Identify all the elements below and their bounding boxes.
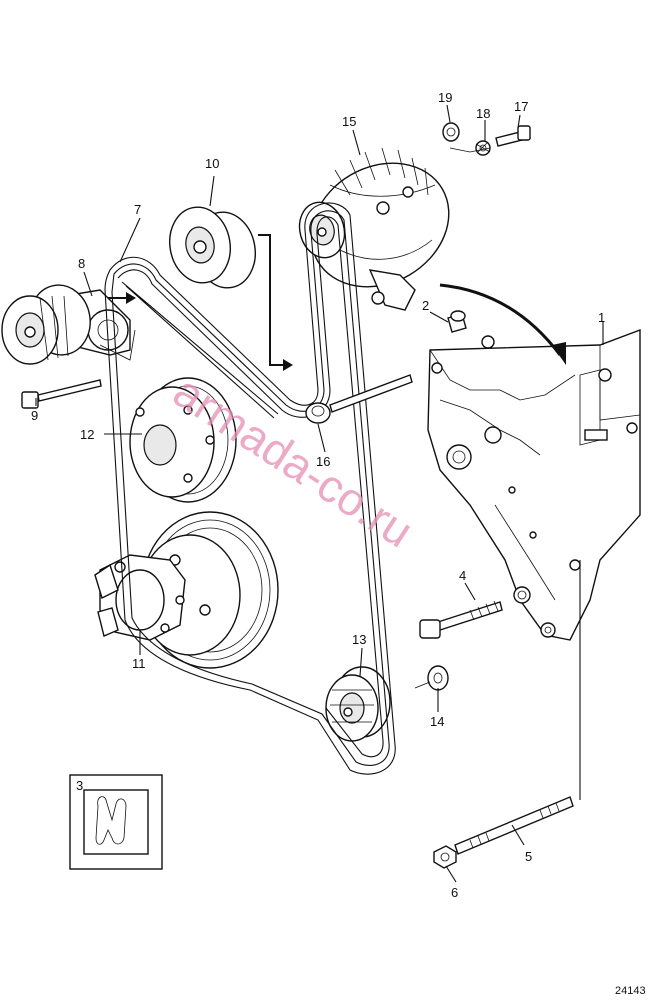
reference-id: 24143 bbox=[615, 985, 646, 997]
callout-6: 6 bbox=[451, 885, 458, 900]
callout-13: 13 bbox=[352, 632, 366, 647]
callout-labels: 1 2 3 4 5 6 7 8 9 10 11 12 13 14 15 16 1… bbox=[31, 90, 605, 900]
callout-5: 5 bbox=[525, 849, 532, 864]
belt-routing-inset bbox=[69, 774, 163, 870]
spacer-16 bbox=[305, 374, 413, 424]
callout-1: 1 bbox=[598, 310, 605, 325]
callout-14: 14 bbox=[430, 714, 444, 729]
alternator-hardware bbox=[442, 122, 531, 156]
alternator bbox=[298, 147, 450, 311]
callout-4: 4 bbox=[459, 568, 466, 583]
callout-18: 18 bbox=[476, 106, 490, 121]
belt-tensioner bbox=[1, 284, 136, 365]
callout-9: 9 bbox=[31, 408, 38, 423]
callout-17: 17 bbox=[514, 99, 528, 114]
stud-5 bbox=[454, 796, 574, 855]
callout-19: 19 bbox=[438, 90, 452, 105]
callout-15: 15 bbox=[342, 114, 356, 129]
bolt-9 bbox=[21, 379, 102, 409]
rotation-arrows bbox=[108, 234, 293, 371]
leader-lines bbox=[35, 104, 604, 883]
callout-11: 11 bbox=[132, 656, 146, 671]
callout-10: 10 bbox=[205, 156, 219, 171]
idler-pulley-lower bbox=[325, 666, 391, 742]
water-pump-pulley bbox=[129, 377, 237, 503]
callout-2: 2 bbox=[422, 298, 429, 313]
callout-3: 3 bbox=[76, 778, 83, 793]
callout-8: 8 bbox=[78, 256, 85, 271]
water-pump bbox=[94, 554, 186, 641]
nut-6 bbox=[433, 845, 457, 869]
idler-pulley bbox=[169, 206, 256, 289]
callout-12: 12 bbox=[80, 427, 94, 442]
washer-14 bbox=[414, 665, 449, 691]
bolt-4 bbox=[419, 600, 503, 639]
drive-belt bbox=[104, 202, 396, 775]
mounting-bracket bbox=[427, 328, 641, 641]
stud-2 bbox=[447, 310, 467, 333]
callout-16: 16 bbox=[316, 454, 330, 469]
callout-7: 7 bbox=[134, 202, 141, 217]
assembly-arrow bbox=[439, 283, 566, 365]
